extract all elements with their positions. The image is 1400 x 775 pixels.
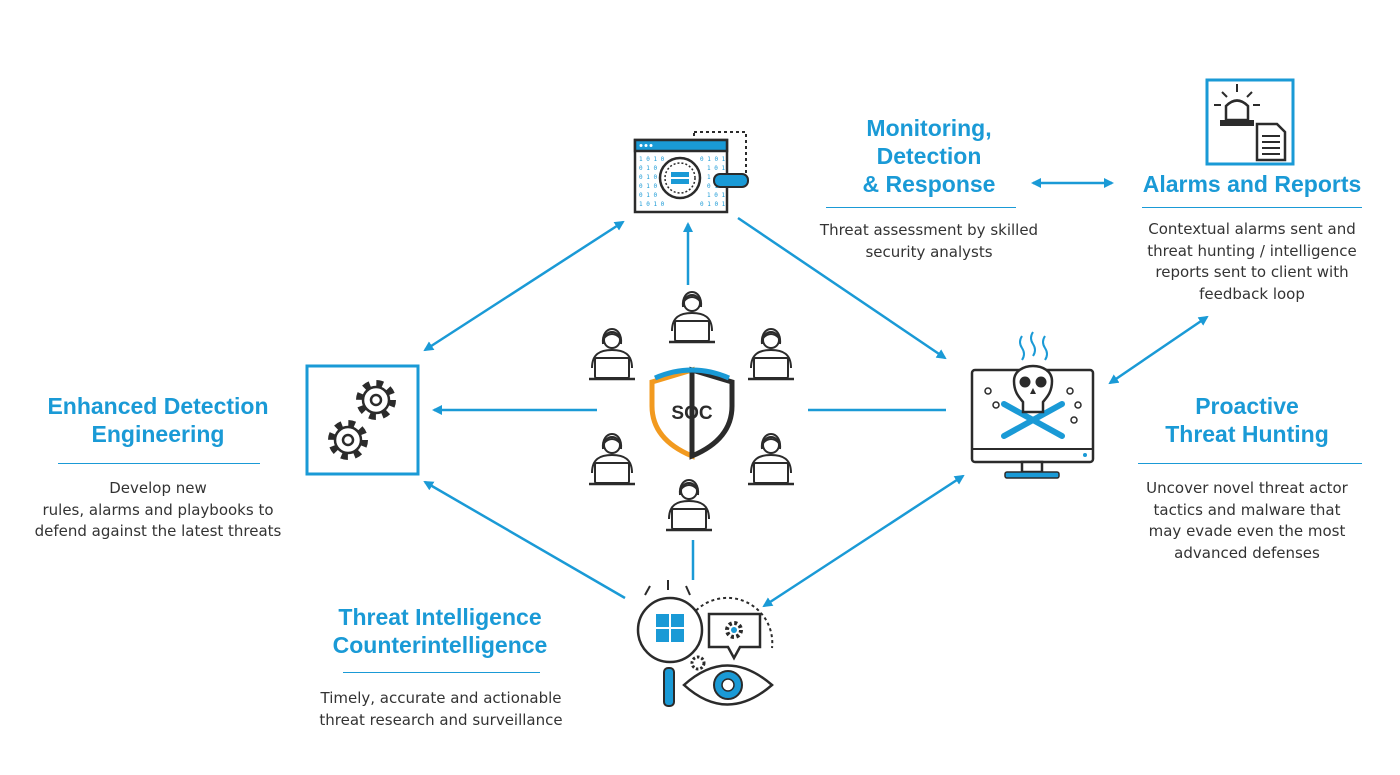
title-line: Proactive bbox=[1195, 393, 1299, 419]
detection-engineering-title: Enhanced Detection Engineering bbox=[18, 392, 298, 448]
svg-text:1 0 1 0: 1 0 1 0 bbox=[639, 156, 665, 163]
code-window-magnifier-icon: 1 0 1 0 0 1 0 0 1 0 0 1 0 0 1 0 1 0 1 0 0 1 0… bbox=[633, 131, 749, 214]
desc-line: threat research and surveillance bbox=[319, 710, 563, 729]
desc-line: Develop new bbox=[109, 479, 207, 497]
monitoring-divider bbox=[826, 207, 1016, 208]
analyst-icon bbox=[587, 327, 637, 381]
gears-icon bbox=[305, 364, 420, 476]
title-line: & Response bbox=[862, 171, 996, 197]
monitoring-title: Monitoring, Detection & Response bbox=[829, 114, 1029, 198]
title-line: Threat Hunting bbox=[1165, 421, 1329, 447]
threat-hunting-description: Uncover novel threat actor tactics and m… bbox=[1112, 478, 1382, 564]
soc-shield-icon: SOC bbox=[649, 366, 735, 460]
desc-line: defend against the latest threats bbox=[34, 522, 282, 540]
alarms-description: Contextual alarms sent and threat huntin… bbox=[1112, 219, 1392, 305]
monitoring-description: Threat assessment by skilled security an… bbox=[779, 220, 1079, 263]
skull-monitor-icon bbox=[970, 331, 1095, 479]
arrow-threat-intel-to-threat-hunting bbox=[762, 474, 965, 608]
threat-intel-title: Threat Intelligence Counterintelligence bbox=[300, 603, 580, 659]
title-line: Enhanced Detection bbox=[47, 393, 269, 419]
detection-engineering-description: Develop new rules, alarms and playbooks … bbox=[8, 478, 308, 543]
alarms-title: Alarms and Reports bbox=[1122, 170, 1382, 198]
arrow-monitoring-to-threat-hunting bbox=[737, 216, 947, 360]
desc-line: security analysts bbox=[865, 242, 993, 261]
arrow-threat-intel-to-detection-engineering bbox=[423, 480, 626, 600]
title-line: Alarms and Reports bbox=[1142, 171, 1362, 197]
threat-hunting-title: Proactive Threat Hunting bbox=[1137, 392, 1357, 448]
svg-text:0 1 0: 0 1 0 bbox=[639, 165, 657, 172]
siren-report-icon bbox=[1205, 78, 1295, 166]
desc-line: reports sent to client with bbox=[1155, 263, 1349, 281]
title-line: Detection bbox=[876, 143, 982, 169]
threat-intel-divider bbox=[343, 672, 540, 673]
desc-line: advanced defenses bbox=[1174, 543, 1320, 562]
detection-engineering-divider bbox=[58, 463, 260, 464]
svg-text:0 1 0: 0 1 0 bbox=[639, 174, 657, 181]
magnifier-eye-icon bbox=[636, 580, 774, 707]
svg-text:1 0 1: 1 0 1 bbox=[707, 165, 725, 172]
desc-line: Uncover novel threat actor bbox=[1146, 479, 1348, 497]
analyst-icon bbox=[746, 432, 796, 486]
threat-intel-description: Timely, accurate and actionable threat r… bbox=[286, 688, 596, 731]
desc-line: threat hunting / intelligence bbox=[1147, 241, 1357, 260]
arrow-threat-hunting-to-alarms bbox=[1108, 315, 1209, 385]
svg-text:0 1 0: 0 1 0 bbox=[639, 192, 657, 199]
analyst-icon bbox=[587, 432, 637, 486]
desc-line: rules, alarms and playbooks to bbox=[42, 500, 274, 519]
desc-line: Timely, accurate and actionable bbox=[320, 689, 562, 707]
alarms-divider bbox=[1142, 207, 1362, 208]
arrow-monitoring-to-detection-engineering bbox=[423, 220, 625, 352]
threat-hunting-divider bbox=[1138, 463, 1362, 464]
analyst-icon bbox=[746, 327, 796, 381]
title-line: Threat Intelligence bbox=[338, 604, 542, 630]
desc-line: may evade even the most bbox=[1148, 522, 1346, 540]
desc-line: Threat assessment by skilled bbox=[819, 221, 1039, 239]
svg-text:1 0 1 0: 1 0 1 0 bbox=[639, 201, 665, 208]
desc-line: feedback loop bbox=[1199, 284, 1305, 303]
analyst-icon bbox=[664, 478, 714, 532]
desc-line: Contextual alarms sent and bbox=[1148, 220, 1356, 238]
svg-text:0 1 0 1: 0 1 0 1 bbox=[700, 156, 726, 163]
soc-label: SOC bbox=[671, 403, 712, 424]
title-line: Engineering bbox=[91, 421, 225, 447]
svg-text:1 0 1: 1 0 1 bbox=[707, 192, 725, 199]
analyst-icon bbox=[667, 290, 717, 344]
svg-text:0 1 0: 0 1 0 bbox=[639, 183, 657, 190]
svg-text:0 1 0 1: 0 1 0 1 bbox=[700, 201, 726, 208]
title-line: Counterintelligence bbox=[332, 632, 548, 658]
title-line: Monitoring, bbox=[866, 115, 992, 141]
desc-line: tactics and malware that bbox=[1153, 500, 1341, 519]
